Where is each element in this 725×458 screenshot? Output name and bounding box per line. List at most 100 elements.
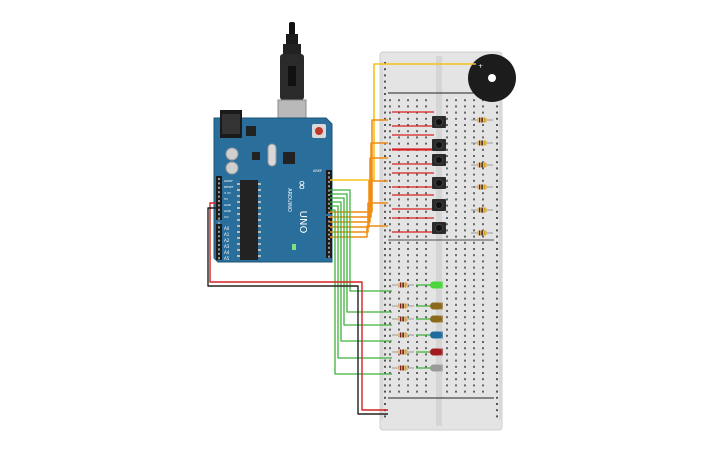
rail-hole [496,248,498,250]
breadboard-hole [464,341,466,343]
led-rim [440,348,443,356]
header-pin [328,211,330,214]
push-button-cap[interactable] [435,179,443,187]
rail-hole [384,390,386,393]
breadboard-hole [416,99,418,102]
header-pin [218,191,220,194]
breadboard-hole [407,167,409,170]
push-button-cap[interactable] [435,224,443,232]
breadboard-hole [455,235,457,238]
push-button-cap[interactable] [435,156,443,164]
breadboard-hole [455,204,457,207]
push-button[interactable] [432,139,446,151]
push-button-cap[interactable] [435,118,443,126]
rail-hole [384,334,386,337]
resistor-band [484,162,486,168]
pin-label: GND [224,203,232,207]
led[interactable] [430,302,443,310]
ic-pin [237,195,240,197]
breadboard-hole [455,353,457,356]
header-pin [218,186,220,189]
breadboard-hole [455,266,457,269]
rail-hole [384,124,386,126]
breadboard-hole [407,173,409,176]
push-button-cap[interactable] [435,201,443,209]
breadboard-hole [482,322,484,325]
breadboard-hole [407,192,409,195]
resistors [392,117,493,371]
breadboard-hole [446,297,448,300]
breadboard-hole [389,117,391,120]
breadboard-hole [482,136,484,139]
breadboard-hole [389,341,391,343]
led[interactable] [430,315,443,323]
breadboard-hole [464,241,466,244]
piezo-buzzer[interactable]: + [468,54,516,102]
arduino-uno-board[interactable]: ∞ ARDUINO UNO IOREF RESET 3.3V 5V GND GN… [213,22,333,263]
breadboard-hole [464,359,466,362]
breadboard-hole [425,378,427,381]
resistor-band [405,282,407,288]
breadboard-hole [455,173,457,176]
breadboard-hole [416,223,418,226]
breadboard-hole [464,266,466,269]
breadboard-hole [425,161,427,164]
breadboard-hole [464,316,466,319]
breadboard-hole [407,155,409,157]
rail-hole [496,198,498,201]
rail-hole [496,124,498,126]
breadboard-hole [416,328,418,331]
push-button[interactable] [432,154,446,166]
breadboard-hole [389,378,391,381]
breadboard-hole [389,99,391,102]
breadboard-hole [446,204,448,207]
rail-hole [496,272,498,275]
rail-hole [496,217,498,219]
led[interactable] [430,331,443,339]
resistor-band [400,303,402,309]
push-button[interactable] [432,177,446,189]
breadboard-hole [473,248,475,250]
led[interactable] [430,348,443,356]
breadboard-hole [446,254,448,257]
rail-hole [384,105,386,108]
resistor-band [405,365,407,371]
rail-hole [496,347,498,350]
breadboard-hole [446,179,448,182]
rail-hole [496,384,498,387]
breadboard-hole [455,155,457,157]
push-button[interactable] [432,199,446,211]
breadboard-hole [425,260,427,263]
resistor-band [484,117,486,123]
wire [330,197,392,326]
wire [330,201,392,342]
push-button[interactable] [432,222,446,234]
breadboard-hole [455,365,457,368]
push-button[interactable] [432,116,446,128]
breadboard-hole [416,248,418,250]
rail-hole [384,241,386,244]
breadboard-hole [407,310,409,312]
breadboard-hole [446,229,448,232]
push-button-cap[interactable] [435,141,443,149]
resistor-band [481,230,483,236]
breadboard-hole [416,198,418,201]
resistor-band [479,162,481,168]
led[interactable] [430,281,443,289]
breadboard[interactable] [379,51,503,431]
resistor [471,230,493,236]
header-pin [328,229,330,232]
breadboard-hole [455,130,457,133]
breadboard-hole [425,297,427,300]
rail-hole [496,365,498,368]
rail-hole [496,390,498,393]
breadboard-hole [389,179,391,182]
led[interactable] [430,364,443,372]
header-pin [328,238,330,240]
breadboard-hole [425,192,427,195]
resistor-band [400,282,402,288]
pin-label: RESET [224,185,234,189]
breadboard-hole [473,179,475,182]
breadboard-hole [446,99,448,102]
breadboard-hole [482,229,484,232]
